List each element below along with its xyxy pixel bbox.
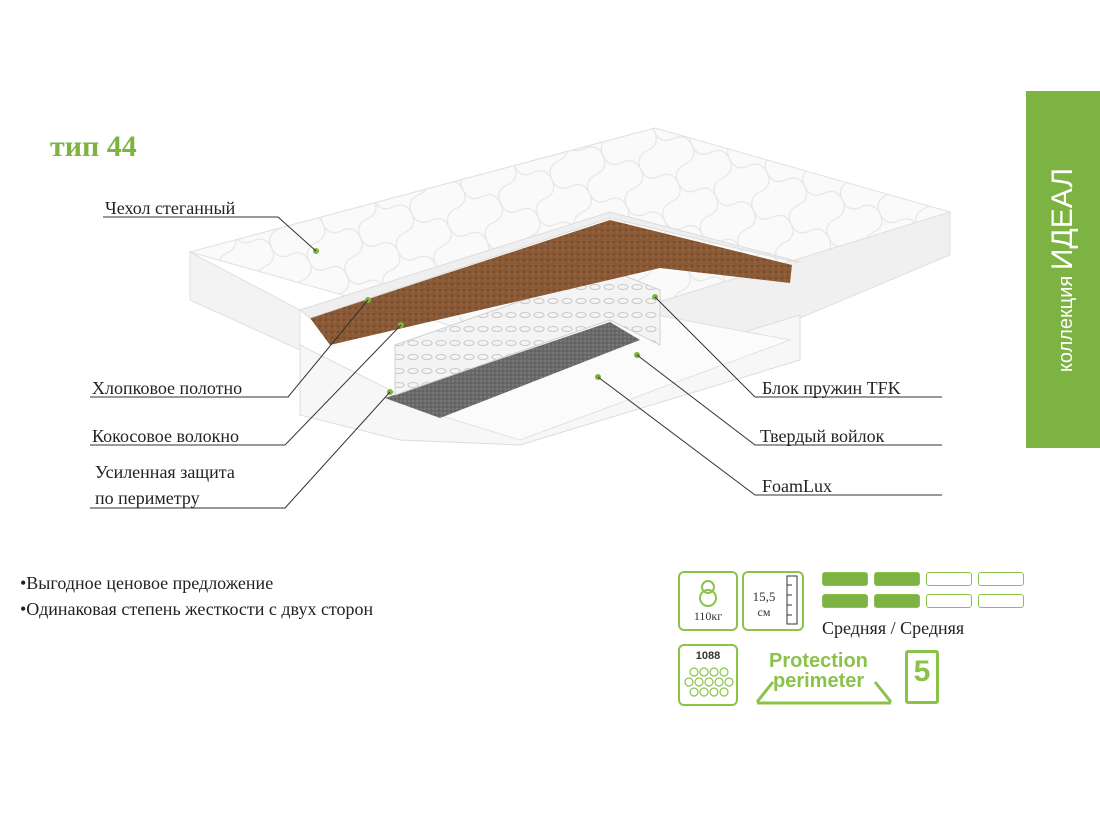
- protection-shape-icon: [755, 681, 893, 705]
- weight-value: 110кг: [693, 609, 723, 623]
- label-perimeter-2: по периметру: [95, 488, 200, 508]
- coconut-layer: [310, 220, 792, 345]
- firmness-side1: [822, 572, 1030, 591]
- feature-item: •Одинаковая степень жесткости с двух сто…: [20, 599, 374, 619]
- height-value: 15,5: [752, 589, 776, 604]
- firmness-segment: [926, 594, 972, 608]
- kettlebell-icon: [699, 580, 717, 607]
- leader-felt: [636, 354, 942, 446]
- protection-perimeter-badge: Protection perimeter: [765, 651, 868, 691]
- label-cotton: Хлопковое полотно: [92, 378, 243, 398]
- page-title: тип 44: [50, 130, 137, 163]
- collection-label: коллекция ИДЕАЛ: [1046, 168, 1080, 372]
- label-coconut: Кокосовое волокно: [92, 426, 239, 446]
- collection-name: ИДЕАЛ: [1046, 167, 1079, 271]
- felt-layer: [385, 322, 640, 418]
- firmness-side2: [822, 594, 1030, 613]
- leader-springs: [654, 296, 942, 398]
- leader-cover: [103, 216, 317, 252]
- label-springs: Блок пружин TFK: [762, 378, 901, 398]
- firmness-segment: [874, 572, 920, 586]
- warranty-icon: 5: [905, 650, 939, 704]
- label-foam: FoamLux: [762, 476, 832, 496]
- label-cover: Чехол стеганный: [105, 198, 236, 218]
- protection-line1: Protection: [769, 650, 868, 672]
- leader-perimeter: [90, 391, 391, 509]
- height-unit: см: [757, 605, 771, 619]
- firmness-segment: [978, 594, 1024, 608]
- firmness-segment: [978, 572, 1024, 586]
- feature-item: •Выгодное ценовое предложение: [20, 573, 274, 593]
- collection-prefix: коллекция: [1055, 270, 1077, 373]
- leader-coconut: [90, 324, 402, 446]
- spring-grid-icon: [684, 667, 734, 697]
- label-perimeter-1: Усиленная защита: [95, 462, 235, 482]
- warranty-years: 5: [913, 655, 931, 688]
- ruler-icon: [786, 575, 798, 625]
- feature-list: •Выгодное ценовое предложение •Одинакова…: [20, 570, 373, 622]
- leader-foam: [597, 376, 942, 496]
- height-icon: 15,5 см: [742, 571, 804, 631]
- springs-count-icon: 1088: [678, 644, 738, 706]
- firmness-segment: [822, 572, 868, 586]
- firmness-segment: [822, 594, 868, 608]
- label-felt: Твердый войлок: [760, 426, 885, 446]
- leader-cotton: [90, 299, 369, 398]
- weight-icon: 110кг: [678, 571, 738, 631]
- cover-edge: [298, 211, 801, 319]
- firmness-segment: [926, 572, 972, 586]
- springs-count: 1088: [695, 650, 721, 662]
- protection-line2: perimeter: [773, 670, 865, 692]
- firmness-caption: Средняя / Средняя: [822, 618, 965, 638]
- firmness-segment: [874, 594, 920, 608]
- collection-tab: [1026, 91, 1100, 448]
